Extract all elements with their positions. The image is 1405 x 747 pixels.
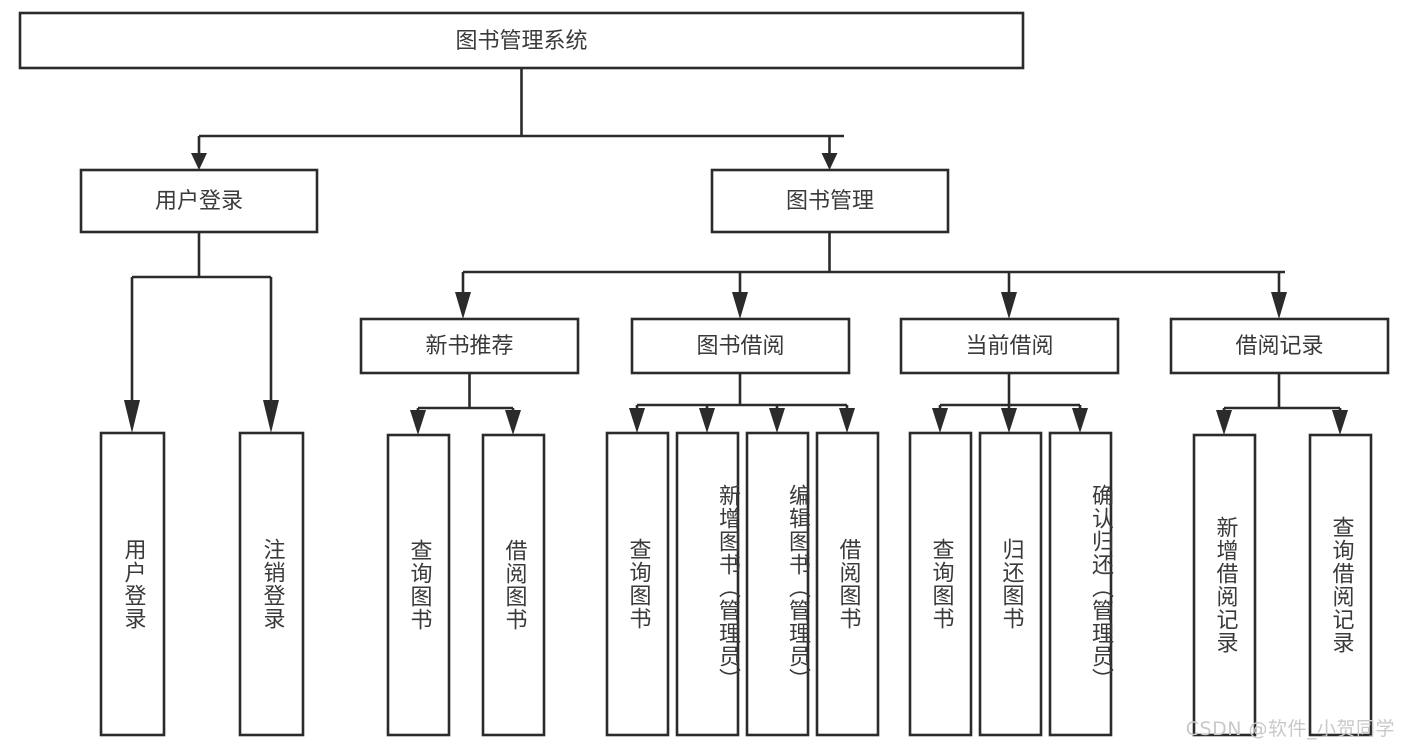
- leaf-box-bb-edit-book[interactable]: [745, 431, 810, 737]
- leaf-box-cb-confirm-return[interactable]: [1048, 431, 1113, 737]
- connectors: [124, 68, 1348, 435]
- leaf-box-bb-add-book[interactable]: [675, 431, 740, 737]
- arrowhead-cb-leaf3: [1072, 408, 1088, 433]
- arrowhead-cb-leaf2: [1001, 408, 1017, 433]
- leaf-box-nb-borrow-book[interactable]: [481, 433, 546, 737]
- node-user-login-label: 用户登录: [155, 189, 243, 214]
- node-borrow-record-label: 借阅记录: [1235, 334, 1323, 359]
- node-book-borrow[interactable]: [630, 317, 851, 375]
- arrowhead-cb-leaf1: [932, 408, 948, 433]
- csdn-watermark: CSDN @软件_小贺同学: [1185, 718, 1395, 740]
- node-book-management-label: 图书管理: [786, 189, 874, 214]
- node-book-management[interactable]: [710, 168, 950, 234]
- arrowhead-nb-leaf2: [505, 410, 521, 435]
- node-current-borrow[interactable]: [899, 317, 1120, 375]
- leaf-box-cb-return-book[interactable]: [978, 431, 1043, 737]
- arrowhead-borrow-record: [1271, 292, 1287, 319]
- arrowhead-br-leaf2: [1332, 410, 1348, 435]
- leaf-box-user-login[interactable]: [99, 431, 166, 737]
- arrowhead-bb-leaf2: [699, 408, 715, 433]
- node-user-login[interactable]: [79, 168, 319, 234]
- leaf-box-logout[interactable]: [238, 431, 305, 737]
- node-root[interactable]: [18, 11, 1025, 70]
- leaf-box-cb-query-book[interactable]: [908, 431, 973, 737]
- leaf-box-br-query-record[interactable]: [1308, 433, 1373, 737]
- node-book-borrow-label: 图书借阅: [696, 334, 784, 359]
- arrowhead-leaf-logout: [263, 400, 279, 433]
- arrowhead-book-mgmt: [821, 153, 838, 170]
- arrowhead-bb-leaf3: [769, 408, 785, 433]
- node-borrow-record[interactable]: [1169, 317, 1390, 375]
- node-current-borrow-label: 当前借阅: [965, 334, 1053, 359]
- node-root-label: 图书管理系统: [455, 29, 587, 54]
- arrowhead-br-leaf1: [1216, 410, 1232, 435]
- leaf-box-nb-query-book[interactable]: [386, 433, 451, 737]
- leaf-box-bb-query-book[interactable]: [605, 431, 670, 737]
- arrowhead-user-login: [191, 153, 207, 170]
- arrowhead-current-borrow: [1001, 292, 1017, 319]
- arrowhead-new-book: [455, 292, 471, 319]
- node-new-book-recommend[interactable]: [359, 317, 580, 375]
- arrowhead-nb-leaf1: [410, 410, 426, 435]
- leaf-box-bb-borrow-book[interactable]: [815, 431, 880, 737]
- leaf-box-br-add-record[interactable]: [1192, 433, 1257, 737]
- arrowhead-bb-leaf4: [839, 408, 855, 433]
- node-new-book-recommend-label: 新书推荐: [425, 334, 513, 359]
- arrowhead-book-borrow: [732, 292, 748, 319]
- arrowhead-leaf-user-login: [124, 400, 140, 433]
- arrowhead-bb-leaf1: [629, 408, 645, 433]
